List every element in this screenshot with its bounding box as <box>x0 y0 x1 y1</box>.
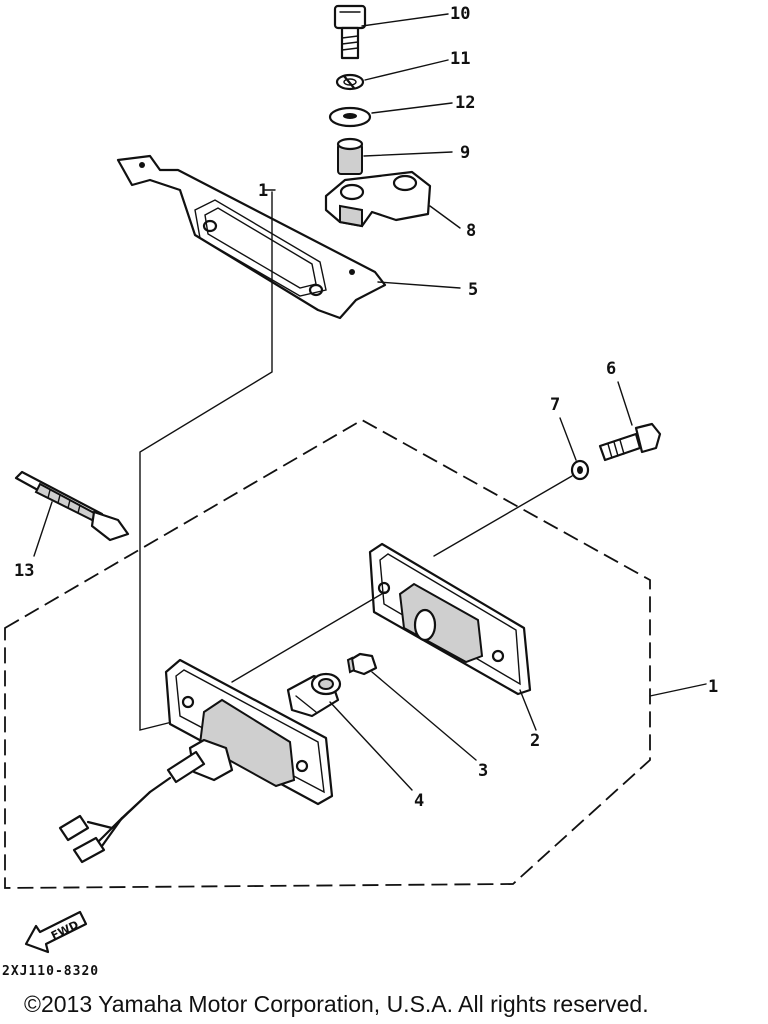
part-stay-plate-5[interactable] <box>116 154 387 320</box>
part-lamp-housing[interactable] <box>164 658 334 806</box>
leader-8 <box>429 205 461 229</box>
part-cable-tie-13[interactable] <box>14 470 130 542</box>
part-wire-harness[interactable] <box>58 776 172 864</box>
part-washer-12[interactable] <box>328 106 372 128</box>
callout-12: 12 <box>455 93 475 113</box>
drawing-code: 2XJ110-8320 <box>2 964 100 979</box>
callout-5: 5 <box>468 280 478 300</box>
callout-1-top: 1 <box>258 181 268 201</box>
part-washer-7[interactable] <box>570 459 590 481</box>
part-bolt-6[interactable] <box>598 422 662 462</box>
callout-8: 8 <box>466 221 476 241</box>
leader-10 <box>361 13 449 27</box>
part-collar-9[interactable] <box>336 137 364 175</box>
leader-11 <box>364 59 449 81</box>
callout-7: 7 <box>550 395 560 415</box>
leader-2 <box>519 689 537 731</box>
callout-13: 13 <box>14 561 34 581</box>
assembly-line-lamp <box>231 591 386 683</box>
part-lens-2[interactable] <box>368 542 532 696</box>
callout-9: 9 <box>460 143 470 163</box>
part-bolt-10[interactable] <box>333 4 367 60</box>
assembly-line-7 <box>433 475 573 557</box>
callout-6: 6 <box>606 359 616 379</box>
leader-1 <box>649 683 707 697</box>
leader-6 <box>617 381 633 426</box>
copyright-notice: ©2013 Yamaha Motor Corporation, U.S.A. A… <box>24 991 649 1017</box>
callout-4: 4 <box>414 791 424 811</box>
callout-1: 1 <box>708 677 718 697</box>
leader-3 <box>371 671 477 761</box>
leader-13 <box>33 501 53 557</box>
part-bulb-3[interactable] <box>346 652 378 676</box>
callout-10: 10 <box>450 4 470 24</box>
part-bracket-8[interactable] <box>324 170 432 228</box>
callout-3: 3 <box>478 761 488 781</box>
assembly-line-1 <box>139 191 273 731</box>
leader-7 <box>559 417 577 461</box>
callout-11: 11 <box>450 49 470 69</box>
leader-4 <box>329 701 413 791</box>
leader-5 <box>377 281 461 289</box>
part-lock-washer-11[interactable] <box>335 73 365 91</box>
callout-2: 2 <box>530 731 540 751</box>
assembly-boundary <box>4 418 651 889</box>
fwd-arrow-icon: FWD <box>24 910 88 954</box>
leader-12 <box>371 102 453 114</box>
leader-9 <box>363 151 453 157</box>
part-socket-4[interactable] <box>286 672 342 718</box>
